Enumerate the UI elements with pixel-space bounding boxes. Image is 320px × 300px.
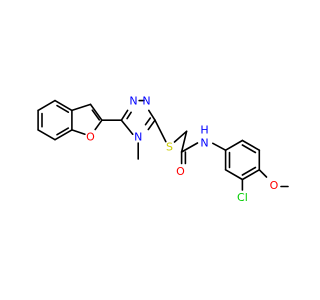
bond — [120, 119, 134, 135]
bond — [56, 127, 70, 136]
carbonyl-oxygen-label: O — [176, 165, 185, 178]
bond — [212, 142, 227, 151]
bond — [54, 99, 73, 112]
bond — [241, 166, 257, 176]
bond — [180, 130, 188, 153]
bond — [126, 111, 132, 120]
molecule-structure-diagram: O N N N S O N H Cl O — [37, 95, 289, 205]
thioether-sulfur-label: S — [166, 141, 173, 154]
bond — [154, 119, 167, 143]
bond — [241, 144, 257, 154]
bond — [144, 117, 152, 126]
bond — [54, 129, 73, 141]
bond-layer — [37, 99, 289, 191]
bond — [71, 103, 92, 112]
bond — [241, 169, 261, 181]
triazole-n4-label: N — [134, 131, 142, 144]
bond — [148, 109, 156, 121]
bond — [120, 109, 129, 121]
bond — [224, 139, 244, 151]
bond — [89, 103, 103, 121]
triazole-n1-label: N — [129, 95, 137, 108]
amide-nitrogen-label: N — [200, 137, 208, 150]
bond — [91, 109, 101, 121]
bond — [241, 139, 261, 151]
chlorine-label: Cl — [237, 191, 248, 204]
methoxy-oxygen-label: O — [270, 179, 279, 192]
atom-label-layer: O N N N S O N H Cl O — [86, 95, 279, 205]
bond — [71, 129, 86, 135]
amide-hydrogen-label: H — [200, 124, 208, 137]
bond — [173, 130, 188, 143]
bond — [147, 119, 156, 131]
triazole-n2-label: N — [142, 95, 150, 108]
bond — [37, 129, 56, 141]
bond — [94, 119, 103, 131]
bond — [37, 99, 56, 112]
bond — [224, 169, 244, 181]
furan-oxygen-label: O — [86, 131, 95, 144]
bond — [258, 169, 268, 178]
bond — [56, 104, 70, 113]
bond — [180, 142, 199, 153]
